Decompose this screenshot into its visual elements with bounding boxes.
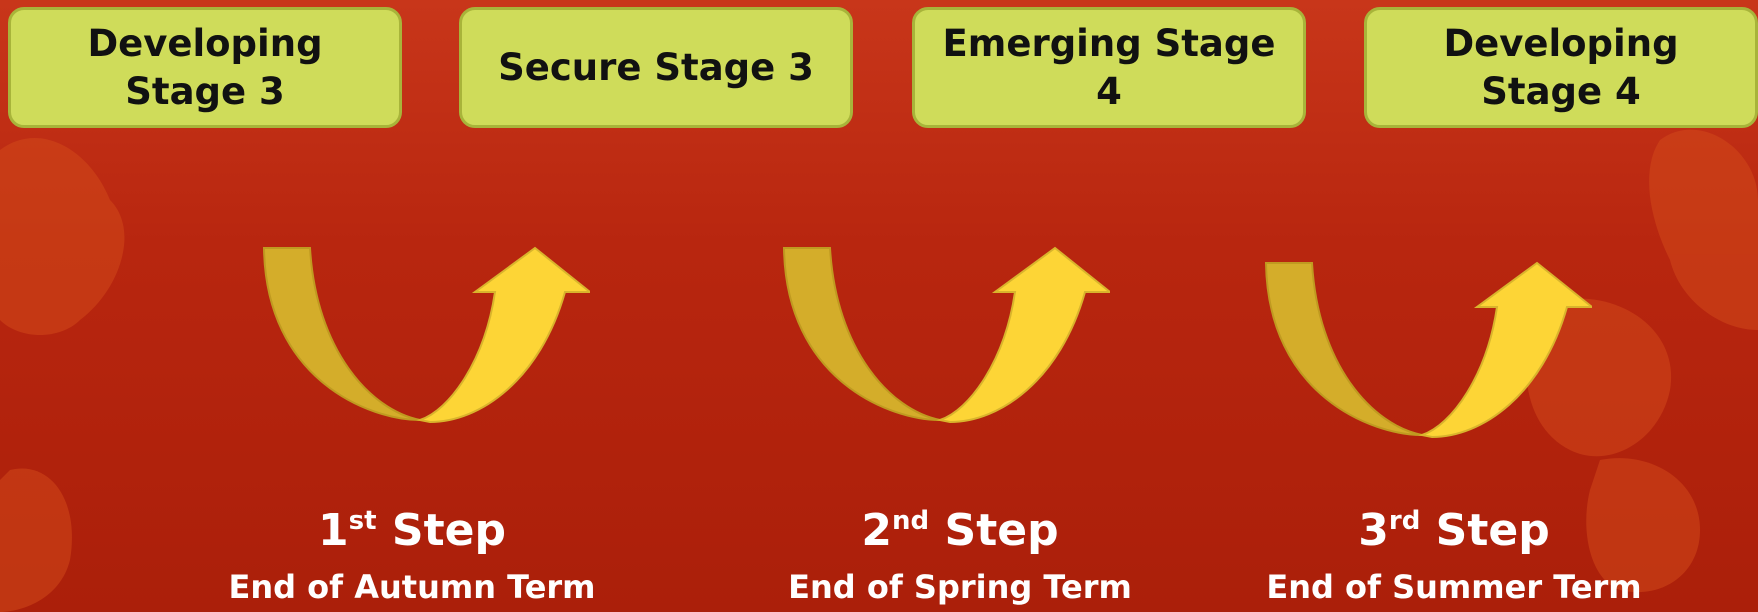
step-ordinal-suffix: nd	[892, 506, 930, 536]
step-term: End of Summer Term	[1266, 568, 1642, 606]
step-term: End of Autumn Term	[228, 568, 596, 606]
step-ordinal-suffix: st	[348, 506, 377, 536]
stage-box-secure-stage-3: Secure Stage 3	[459, 7, 853, 128]
step-word: Step	[1435, 505, 1550, 556]
stage-label: Emerging Stage 4	[942, 21, 1276, 113]
stage-label: Developing Stage 3	[87, 21, 323, 113]
curved-up-arrow-icon	[262, 246, 590, 424]
step-title: 3rd Step	[1234, 505, 1674, 557]
stage-label: Secure Stage 3	[498, 45, 814, 89]
step-term: End of Spring Term	[788, 568, 1132, 606]
step-title: 1st Step	[192, 505, 632, 557]
curved-up-arrow-icon	[1264, 261, 1592, 439]
step-number: 3	[1358, 505, 1389, 556]
step-ordinal-suffix: rd	[1388, 506, 1421, 536]
step-word: Step	[944, 505, 1059, 556]
step-number: 2	[861, 505, 893, 556]
stage-box-developing-stage-3: Developing Stage 3	[8, 7, 402, 128]
stage-box-developing-stage-4: Developing Stage 4	[1364, 7, 1758, 128]
stage-box-emerging-stage-4: Emerging Stage 4	[912, 7, 1306, 128]
step-word: Step	[391, 505, 506, 556]
step-number: 1	[318, 505, 349, 556]
curved-up-arrow-icon	[782, 246, 1110, 424]
stage-label: Developing Stage 4	[1443, 21, 1679, 113]
step-title: 2nd Step	[740, 505, 1180, 557]
